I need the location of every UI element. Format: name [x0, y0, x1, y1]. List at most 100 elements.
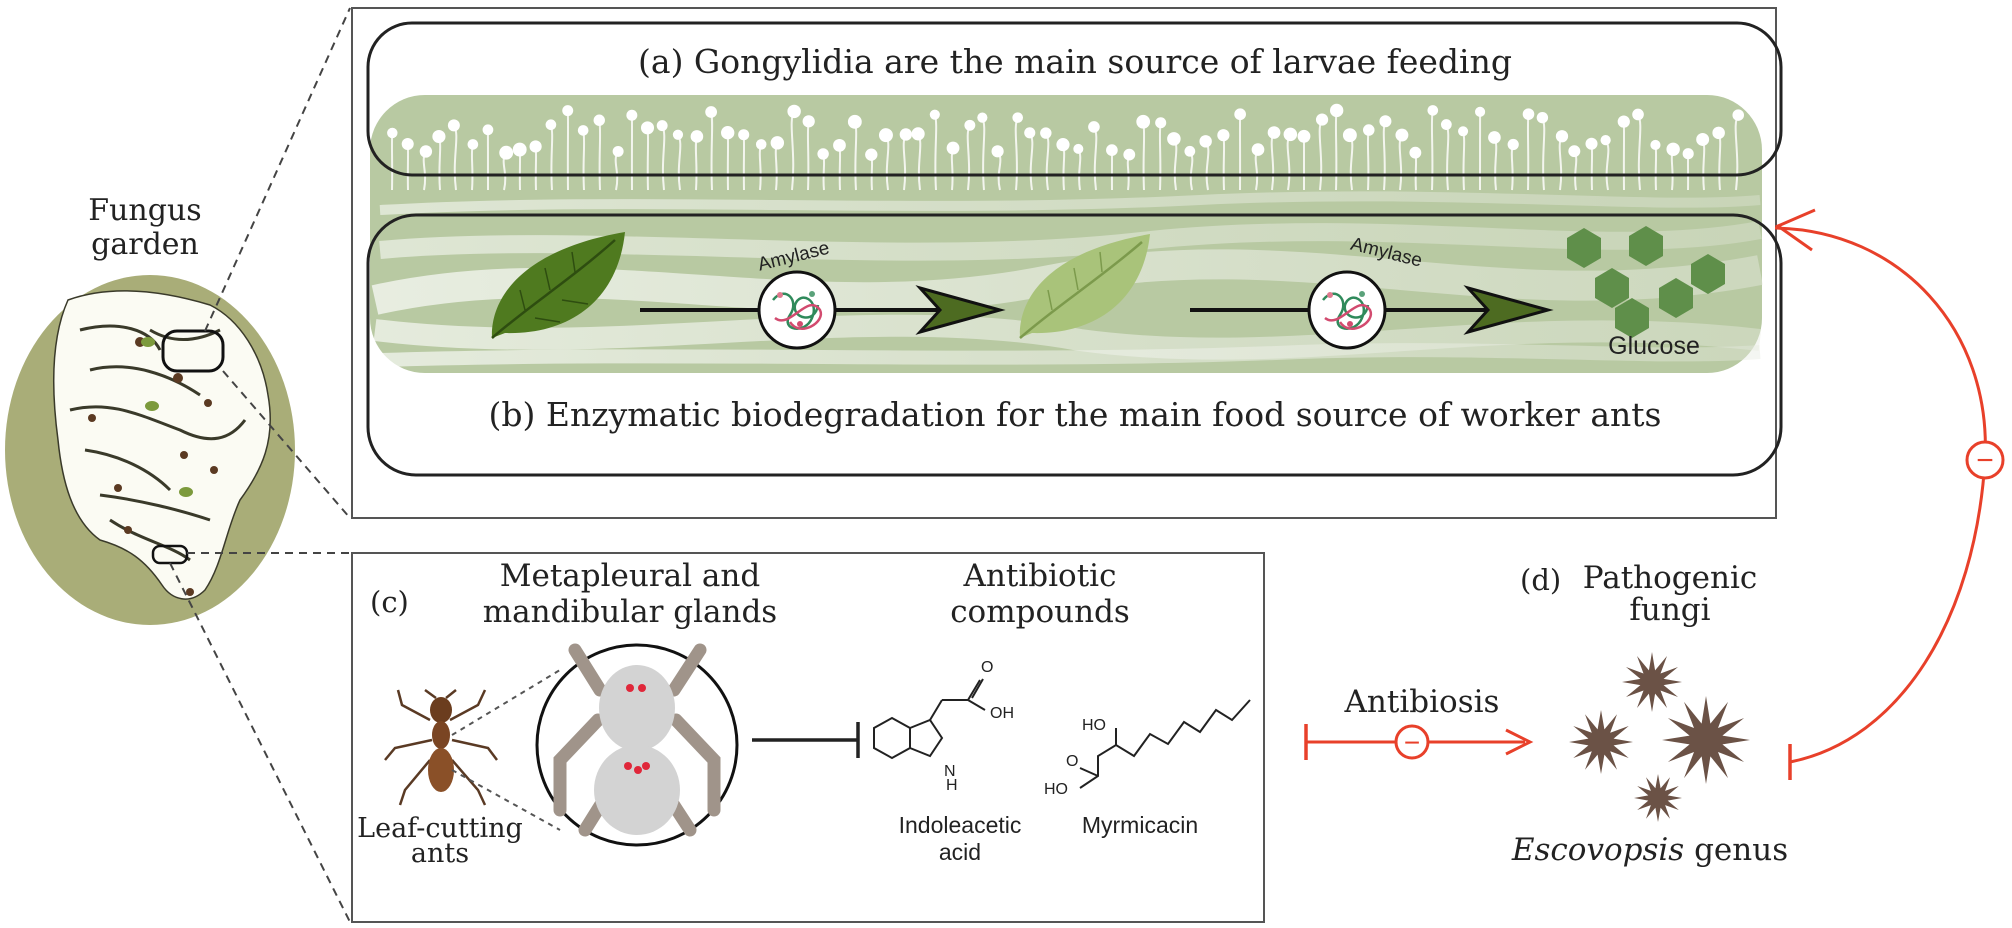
- glands-label-line1: Metapleural and: [500, 558, 760, 594]
- glucose-label: Glucose: [1608, 332, 1700, 360]
- gongylidium-head: [1632, 108, 1644, 121]
- gongylidium-head: [1330, 103, 1344, 118]
- gongylidium-head: [833, 138, 846, 152]
- gongylidium-stalk: [1654, 144, 1658, 191]
- gongylidium-head: [1395, 128, 1409, 142]
- gongylidium-head: [787, 104, 801, 119]
- zoom-box-upper: [161, 329, 225, 373]
- gongylidium-head: [1666, 142, 1680, 156]
- panel-c: (c) Metapleural and mandibular glands An…: [351, 552, 1265, 923]
- gongylidium-head: [1217, 129, 1230, 142]
- inhibition-sign: −: [1976, 444, 1994, 477]
- gongylidia: [387, 103, 1745, 191]
- antibiosis-sign: −: [1404, 727, 1420, 758]
- gongylidium-stalk: [598, 120, 602, 191]
- gongylidium-stalk: [1590, 143, 1594, 191]
- panel-c-frame: [351, 552, 1265, 923]
- gongylidium-head: [1184, 145, 1196, 157]
- gongylidium-stalk: [1062, 144, 1066, 191]
- gongylidium-head: [1600, 135, 1611, 146]
- leaf-icon-fresh: [491, 232, 625, 339]
- gongylidium-stalk: [1334, 110, 1338, 191]
- gongylidium-head: [1123, 148, 1136, 161]
- panel-b-title: (b) Enzymatic biodegradation for the mai…: [489, 395, 1662, 434]
- pathogen-inhibits-garden-arrow: −: [1774, 208, 2005, 780]
- atom-ho-2: HO: [1082, 717, 1106, 734]
- gongylidium-head: [1297, 129, 1311, 143]
- fungus-garden: Fungus garden: [5, 193, 295, 625]
- pathogen-title-line2: fungi: [1629, 592, 1710, 628]
- gongylidium-stalk: [694, 136, 698, 191]
- gongylidium-head: [1732, 109, 1745, 121]
- atom-o-2: O: [1066, 753, 1078, 770]
- atom-n: N: [944, 763, 956, 780]
- pathogen-spore: [1569, 710, 1633, 774]
- gongylidium-head: [1488, 131, 1501, 144]
- gongylidium-stalk: [853, 121, 858, 191]
- gongylidium-stalk: [710, 111, 714, 191]
- gongylidium-head: [690, 130, 704, 143]
- gongylidium-head: [802, 115, 815, 128]
- gongylidium-head: [755, 139, 767, 150]
- gongylidium-head: [1409, 146, 1422, 159]
- gongylidium-head: [626, 109, 638, 121]
- garden-maze: [69, 324, 247, 562]
- gongylidium-stalk: [758, 144, 763, 191]
- antibiotic-label-line2: compounds: [950, 594, 1130, 630]
- ant-label-line1: Leaf-cutting: [357, 813, 523, 844]
- gongylidium-head: [1315, 113, 1329, 126]
- atom-o-1: O: [981, 659, 993, 676]
- gongylidium-head: [705, 106, 718, 118]
- gongylidium-stalk: [1366, 129, 1370, 191]
- gongylidium-head: [1283, 127, 1298, 142]
- gongylidium-head: [1475, 106, 1486, 117]
- gongylidium-head: [593, 114, 605, 126]
- gongylidium-stalk: [1526, 114, 1530, 191]
- gongylidium-head: [529, 140, 542, 153]
- gongylidium-head: [1427, 105, 1439, 116]
- gongylidium-head: [1440, 119, 1452, 130]
- gongylidium-head: [467, 139, 479, 150]
- gongylidium-head: [577, 125, 589, 136]
- gongylidium-head: [545, 119, 557, 131]
- gongylidium-head: [640, 121, 655, 135]
- gongylidium-head: [865, 148, 878, 161]
- gongylidium-head: [1379, 115, 1392, 128]
- garden-leaf-markers: [141, 337, 193, 497]
- gongylidium-head: [899, 128, 913, 141]
- antibiosis-label: Antibiosis: [1344, 684, 1500, 720]
- gongylidium-head: [1073, 143, 1084, 154]
- gongylidium-head: [1522, 108, 1535, 120]
- gongylidium-head: [401, 138, 414, 151]
- gongylidium-head: [1040, 127, 1052, 139]
- genus-label: Escovopsis genus: [1511, 832, 1788, 868]
- top-panel: (a) Gongylidia are the main source of la…: [351, 7, 1783, 519]
- gongylidium-head: [612, 145, 624, 157]
- gongylidium-head: [1056, 138, 1070, 152]
- gongylidium-head: [447, 119, 460, 132]
- gongylidium-head: [738, 129, 750, 141]
- gongylidium-head: [1199, 135, 1212, 148]
- gongylidium-head: [432, 129, 446, 144]
- gongylidium-head: [847, 114, 862, 129]
- panel-d: (d) Pathogenic fungi Escovopsis genus: [1511, 560, 1788, 868]
- gongylidium-stalk: [470, 144, 474, 191]
- gongylidium-head: [1650, 139, 1661, 151]
- leaf-cutting-ant-icon: [384, 688, 498, 806]
- gongylidium-head: [419, 145, 433, 158]
- gongylidium-stalk: [838, 145, 842, 191]
- compound1-label-line2: acid: [939, 839, 981, 865]
- gongylidium-head: [946, 141, 960, 155]
- gongylidium-stalk: [582, 130, 586, 191]
- gongylidium-head: [482, 124, 494, 136]
- gongylidium-stalk: [646, 127, 650, 191]
- gongylidium-stalk: [1222, 135, 1226, 191]
- gongylidium-head: [1696, 133, 1710, 146]
- gongylidium-head: [1167, 132, 1181, 146]
- gongylidium-head: [1617, 115, 1630, 128]
- gongylidium-head: [512, 142, 527, 157]
- gongylidium-head: [817, 148, 829, 160]
- glucose-molecules-icon: [1567, 226, 1725, 338]
- gongylidium-head: [1267, 126, 1281, 139]
- gongylidium-head: [964, 119, 976, 131]
